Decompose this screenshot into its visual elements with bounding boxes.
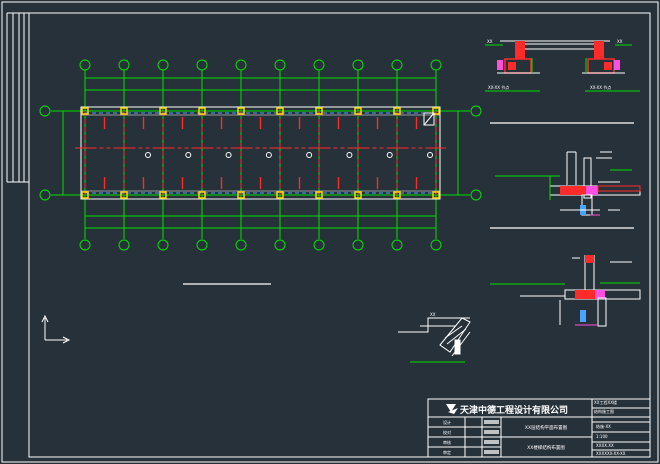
column-marker [81,107,89,115]
column-marker [120,107,128,115]
round-hole [145,152,151,158]
detail-section-2 [490,255,641,327]
axis-bubble-bottom [157,239,169,251]
axis-bubble-top [391,59,403,71]
axis-bubble-top [79,59,91,71]
detail-section-1 [495,151,641,216]
project-line-1: XX工程XX楼 [594,399,617,405]
column-marker [432,191,440,199]
column-marker [237,107,245,115]
sheet-title: XX楼梯结构布置图 [527,444,565,451]
structural-plan [39,59,482,251]
drawing-name: XX层结构平面布置图 [525,424,568,431]
date-value: XXXX.XX [596,443,614,448]
role-2: 校对 [443,429,451,435]
axis-bubble-top [313,59,325,71]
stair-box [423,112,435,126]
sheet-number: 结施-XX [596,423,611,429]
detail-scale-note: XX [430,312,436,317]
column-marker [315,191,323,199]
detail-corner: XX [398,312,471,363]
column-marker [276,191,284,199]
axis-bubble-bottom [274,239,286,251]
role-3: 审核 [443,439,451,445]
round-hole [386,152,393,158]
axis-bubble-left [39,189,51,201]
detail-tag-left: XX [487,39,493,44]
axis-bubble-bottom [196,239,208,251]
company-name: 天津中德工程设计有限公司 [460,404,568,416]
column-marker [315,107,323,115]
axis-bubble-bottom [430,239,442,251]
column-marker [81,191,89,199]
column-marker [354,107,362,115]
column-marker [120,191,128,199]
scale-value: 1:100 [596,434,608,439]
company-logo [446,404,458,414]
axis-bubble-right [470,189,482,201]
column-marker [159,107,167,115]
round-hole [185,152,192,158]
project-line-2: 结构施工图 [594,408,614,414]
round-hole [225,152,232,158]
stair-diagonal [423,112,435,126]
detail-tag-right: XX [617,39,623,44]
column-marker [393,107,401,115]
axis-bubble-top [196,59,208,71]
axis-bubble-top [118,59,130,71]
axis-bubble-right [470,105,482,117]
axis-bubble-bottom [235,239,247,251]
axis-bubble-bottom [352,239,364,251]
round-hole [306,152,313,158]
column-marker [198,191,206,199]
round-hole [427,152,433,158]
role-4: 审定 [443,449,451,455]
round-hole [265,152,272,158]
axis-bubble-bottom [79,239,91,251]
drawing-code: XXXXXX-XX-XX [596,451,626,456]
column-marker [354,191,362,199]
round-hole [346,152,353,158]
column-marker [159,191,167,199]
axis-bubble-bottom [391,239,403,251]
role-1: 设计 [443,419,451,425]
axis-bubble-top [235,59,247,71]
detail-label-left: XX-XX 节点 [488,84,509,90]
column-marker [198,107,206,115]
axis-bubble-top [157,59,169,71]
column-marker [276,107,284,115]
column-marker [432,107,440,115]
building-outline [80,106,441,200]
title-block: 天津中德工程设计有限公司 设计 校对 审核 审定 XX层结构平面布置图 XX楼梯… [427,398,651,458]
column-marker [237,191,245,199]
axis-bubble-bottom [313,239,325,251]
axis-bubble-top [274,59,286,71]
axis-bubble-top [430,59,442,71]
axis-bubble-left [39,105,51,117]
axis-bubble-bottom [118,239,130,251]
ucs-axis-icon [41,314,71,344]
detail-top-right: XX XX XX-XX 节点 XX-XX 节点 [485,39,640,92]
axis-bubble-top [352,59,364,71]
column-marker [393,191,401,199]
detail-label-right: XX-XX 节点 [590,84,611,90]
